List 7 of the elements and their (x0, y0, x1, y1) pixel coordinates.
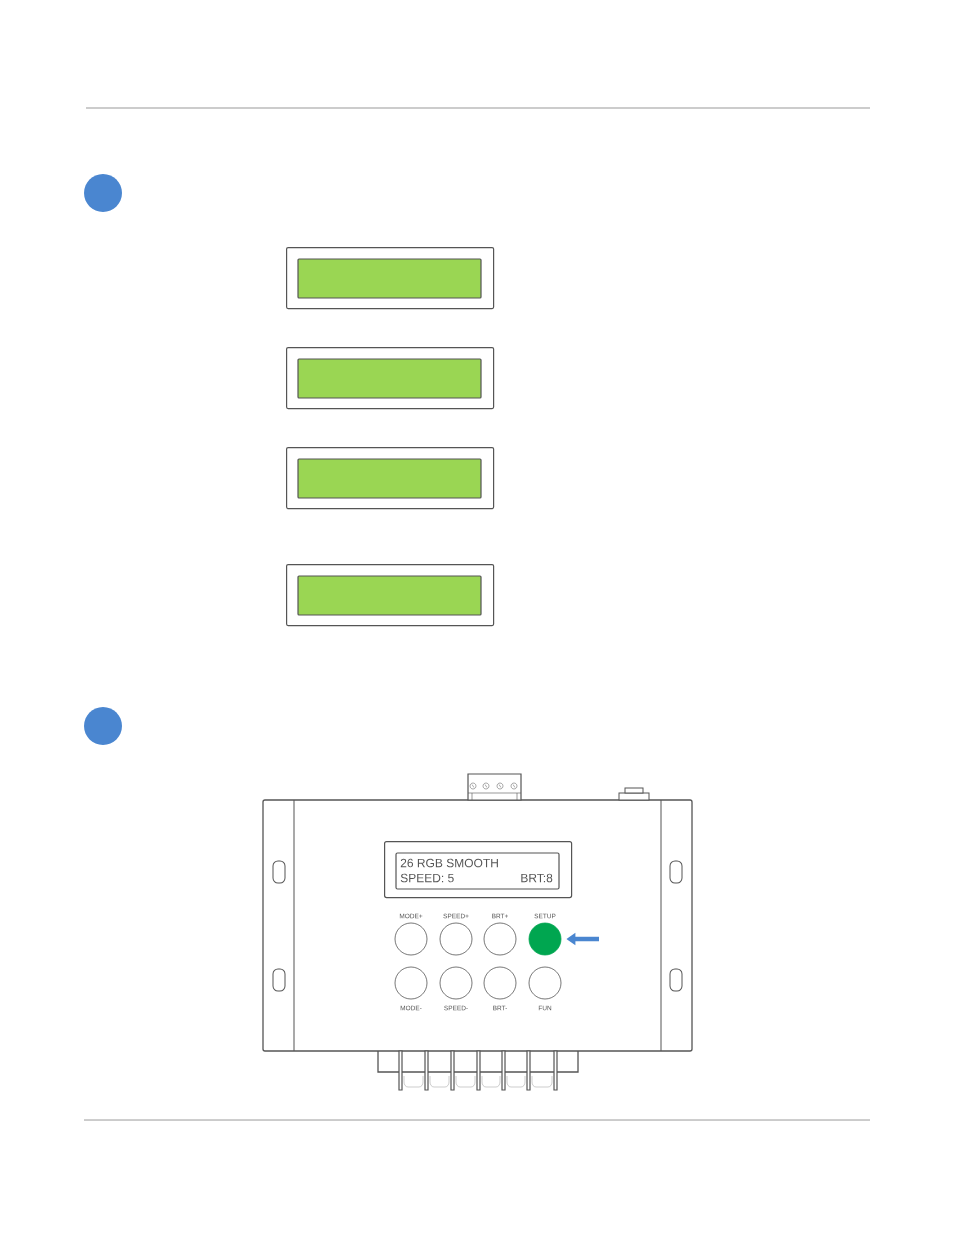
lcd-display (286, 447, 495, 510)
lcd-display (286, 347, 495, 410)
step-circle (84, 174, 122, 212)
lcd-screen: 26 RGB SMOOTH SPEED: 5 BRT:8 (384, 841, 573, 899)
step-circle (84, 707, 122, 745)
lcd-display (286, 564, 495, 627)
lcd-display (286, 247, 495, 310)
